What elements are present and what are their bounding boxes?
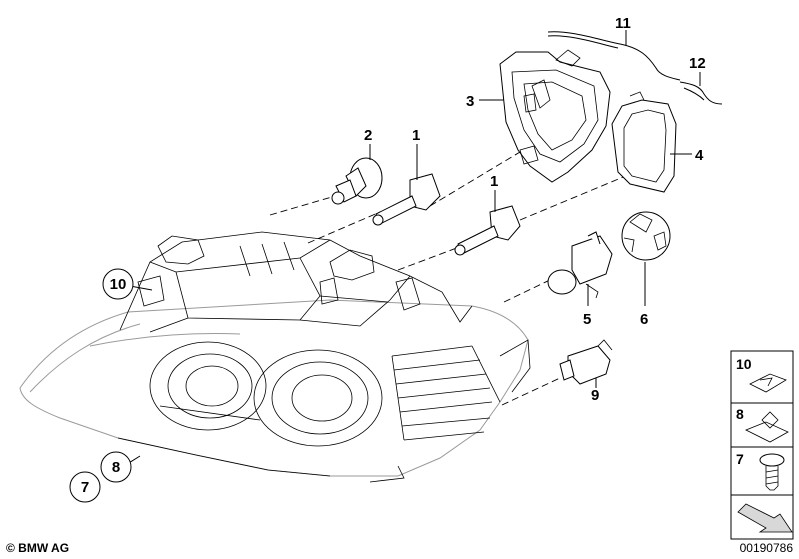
legend-box-8 [730,402,794,448]
legend-label-8: 8 [736,406,744,422]
callout-12: 12 [689,55,706,72]
nut-icon [745,411,789,443]
callout-leader-lines [123,30,701,467]
callout-5: 5 [583,311,591,328]
part-11-12-wires [547,31,723,105]
part-2-bulb-socket [331,157,383,205]
callouts: 2 1 1 3 4 5 6 9 11 12 10 8 7 [69,15,706,503]
small-parts-legend: 10 8 7 [730,350,794,540]
part-9-socket [559,339,613,385]
legend-label-7: 7 [736,451,744,467]
headlight-assembly [19,231,531,483]
callout-7-circle [69,471,101,503]
callout-10: 10 [110,276,127,293]
callout-8-circle [100,451,132,483]
screw-icon [759,453,785,491]
part-3-cover [499,49,611,183]
callout-2: 2 [364,127,372,144]
callout-8: 8 [112,459,120,476]
part-1-xenon-bulb-lower [454,205,521,256]
callout-4: 4 [695,147,704,164]
part-4-gasket [611,91,677,193]
direction-arrow-icon [737,503,793,533]
callout-10-circle [102,268,134,300]
clip-icon [749,373,787,393]
part-1-xenon-bulb-upper [372,173,441,226]
part-5-turn-bulb-socket [547,231,613,299]
callout-6: 6 [640,311,648,328]
callout-1-lower: 1 [490,173,498,190]
callout-3: 3 [466,93,474,110]
callout-11: 11 [615,15,631,32]
part-6-cap [621,211,671,261]
copyright-text: © BMW AG [6,541,70,555]
legend-label-10: 10 [736,356,752,372]
callout-7: 7 [81,479,89,496]
callout-1-upper: 1 [412,127,420,144]
legend-box-10 [730,350,794,404]
image-id: 00190786 [739,541,793,555]
callout-9: 9 [591,387,599,404]
